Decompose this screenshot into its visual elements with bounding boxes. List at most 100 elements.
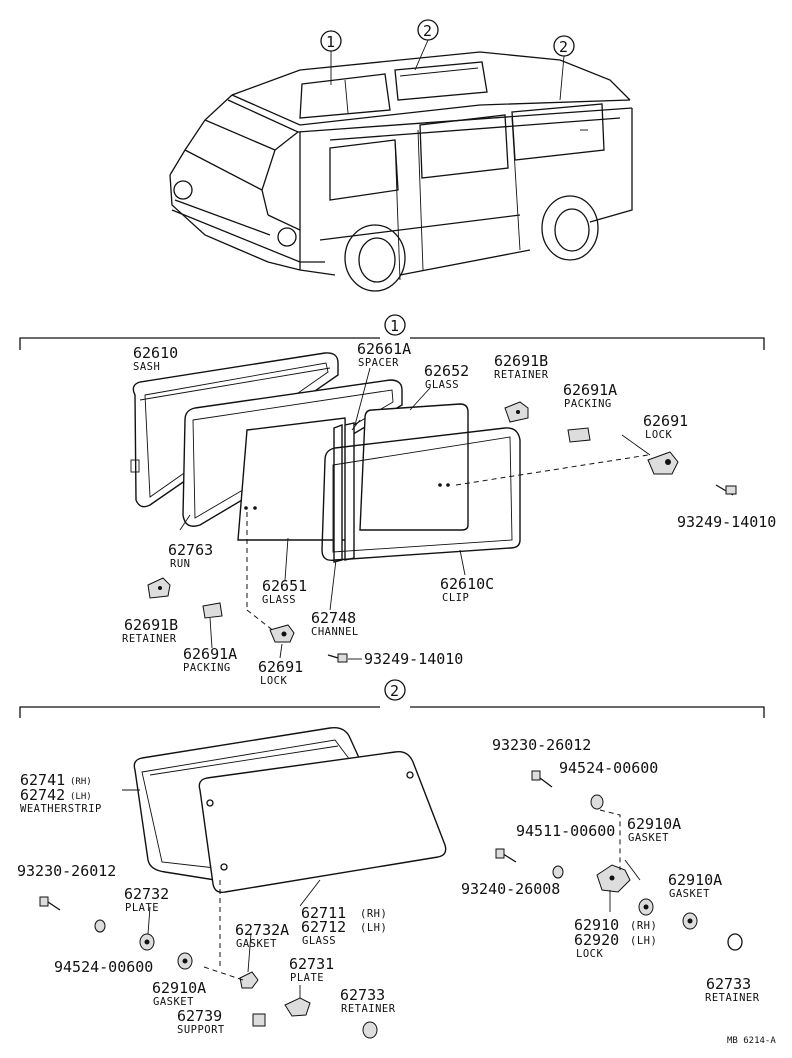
label-glass-s2: 62711 (RH) 62712 (LH) GLASS xyxy=(301,904,387,947)
label-sash: 62610 SASH xyxy=(133,344,178,373)
glass-62651 xyxy=(237,417,349,541)
svg-text:GLASS: GLASS xyxy=(425,379,459,391)
svg-text:RUN: RUN xyxy=(170,558,190,570)
label-lock-upper: 62691 LOCK xyxy=(643,412,688,441)
label-lock-lower: 62691 LOCK xyxy=(258,658,303,687)
svg-text:94524-00600: 94524-00600 xyxy=(54,958,153,976)
svg-text:62910: 62910 xyxy=(574,916,619,934)
gasket-left-part xyxy=(177,952,193,970)
svg-text:62651: 62651 xyxy=(262,577,307,595)
retainer-upper-part xyxy=(504,401,529,423)
label-glass-lower: 62651 GLASS xyxy=(262,577,307,606)
svg-text:93240-26008: 93240-26008 xyxy=(461,880,560,898)
svg-text:RETAINER: RETAINER xyxy=(341,1003,396,1015)
label-gasket-mid: 62732A GASKET xyxy=(235,921,289,950)
retainer-mid-part xyxy=(362,1021,378,1039)
lock-lower-part xyxy=(269,624,295,643)
svg-text:RETAINER: RETAINER xyxy=(494,369,549,381)
svg-text:(RH): (RH) xyxy=(360,908,387,920)
label-glass-upper: 62652 GLASS xyxy=(424,362,469,391)
svg-text:93249-14010: 93249-14010 xyxy=(364,650,463,668)
label-channel: 62748 CHANNEL xyxy=(311,609,358,638)
screw-left-part xyxy=(39,896,61,911)
label-retainer-right: 62733 RETAINER xyxy=(705,975,760,1004)
footer-code: MB 6214-A xyxy=(727,1036,776,1046)
svg-text:93230-26012: 93230-26012 xyxy=(492,736,591,754)
label-lock-s2: 62910 (RH) 62920 (LH) LOCK xyxy=(574,916,657,960)
svg-text:(LH): (LH) xyxy=(630,935,657,947)
svg-text:62691A: 62691A xyxy=(183,645,237,663)
channel-spacer xyxy=(333,419,361,563)
section-2-leaders xyxy=(122,789,611,973)
section-1-frame: 1 xyxy=(19,314,765,350)
retainer-lower-part xyxy=(147,577,171,599)
svg-text:RETAINER: RETAINER xyxy=(705,992,760,1004)
svg-text:94511-00600: 94511-00600 xyxy=(516,822,615,840)
svg-text:LOCK: LOCK xyxy=(645,429,672,441)
label-nut-right-mid: 94511-00600 xyxy=(516,822,615,840)
svg-text:2: 2 xyxy=(390,682,399,700)
svg-text:62910A: 62910A xyxy=(627,815,681,833)
label-screw-left: 93230-26012 xyxy=(17,862,116,880)
svg-text:SASH: SASH xyxy=(133,361,160,373)
label-retainer-upper: 62691B RETAINER xyxy=(494,352,549,381)
retainer-right-part xyxy=(727,933,743,951)
svg-text:(RH): (RH) xyxy=(630,920,657,932)
leader-s2-gasket-a xyxy=(624,859,641,881)
svg-text:RETAINER: RETAINER xyxy=(122,633,177,645)
svg-text:PACKING: PACKING xyxy=(183,662,231,674)
svg-text:62733: 62733 xyxy=(340,986,385,1004)
svg-text:1: 1 xyxy=(390,317,399,335)
support-part xyxy=(252,1013,266,1027)
plate-mid-part xyxy=(284,985,311,1017)
svg-text:GASKET: GASKET xyxy=(153,996,194,1008)
packing-lower-part xyxy=(202,602,223,619)
svg-text:62732A: 62732A xyxy=(235,921,289,939)
svg-text:62711: 62711 xyxy=(301,904,346,922)
svg-text:GASKET: GASKET xyxy=(236,938,277,950)
label-nut-left: 94524-00600 xyxy=(54,958,153,976)
svg-text:62739: 62739 xyxy=(177,1007,222,1025)
svg-text:62748: 62748 xyxy=(311,609,356,627)
svg-text:62691A: 62691A xyxy=(563,381,617,399)
van-illustration xyxy=(169,51,633,292)
label-gasket-right-b: 62910A GASKET xyxy=(668,871,722,900)
svg-text:62742: 62742 xyxy=(20,786,65,804)
glass-section-2 xyxy=(198,751,447,894)
section-1-leaders xyxy=(179,367,466,659)
svg-text:WEATHERSTRIP: WEATHERSTRIP xyxy=(20,803,102,815)
screw-right-top-part xyxy=(531,770,553,788)
label-retainer-lower: 62691B RETAINER xyxy=(122,616,178,645)
plate-left-part xyxy=(139,933,155,951)
svg-text:PLATE: PLATE xyxy=(125,902,159,914)
svg-text:LOCK: LOCK xyxy=(576,948,603,960)
svg-text:PLATE: PLATE xyxy=(290,972,324,984)
callout-2-top-b: 2 xyxy=(553,35,575,101)
label-clip: 62610C CLIP xyxy=(440,575,494,604)
svg-text:62712: 62712 xyxy=(301,918,346,936)
screw-lower-part xyxy=(327,653,348,663)
svg-text:62910A: 62910A xyxy=(668,871,722,889)
svg-text:62610C: 62610C xyxy=(440,575,494,593)
gasket-right-a-part xyxy=(638,898,654,916)
svg-text:62691B: 62691B xyxy=(494,352,548,370)
svg-text:PACKING: PACKING xyxy=(564,398,612,410)
svg-text:62741: 62741 xyxy=(20,771,65,789)
gasket-mid-part xyxy=(239,971,259,989)
nut-left-part xyxy=(94,919,106,933)
svg-text:(LH): (LH) xyxy=(70,792,92,802)
svg-text:LOCK: LOCK xyxy=(260,675,287,687)
svg-text:93230-26012: 93230-26012 xyxy=(17,862,116,880)
screw-right-mid-part xyxy=(495,848,517,863)
label-plate-left: 62732 PLATE xyxy=(124,885,169,914)
svg-text:62610: 62610 xyxy=(133,344,178,362)
label-packing-lower: 62691A PACKING xyxy=(183,645,237,674)
leader-upper-lock xyxy=(621,434,651,456)
svg-text:GASKET: GASKET xyxy=(669,888,710,900)
svg-text:GASKET: GASKET xyxy=(628,832,669,844)
callout-1-top: 1 xyxy=(320,30,342,85)
label-gasket-left: 62910A GASKET xyxy=(152,979,206,1008)
label-spacer: 62661A SPACER xyxy=(357,340,411,369)
svg-text:SUPPORT: SUPPORT xyxy=(177,1024,225,1036)
